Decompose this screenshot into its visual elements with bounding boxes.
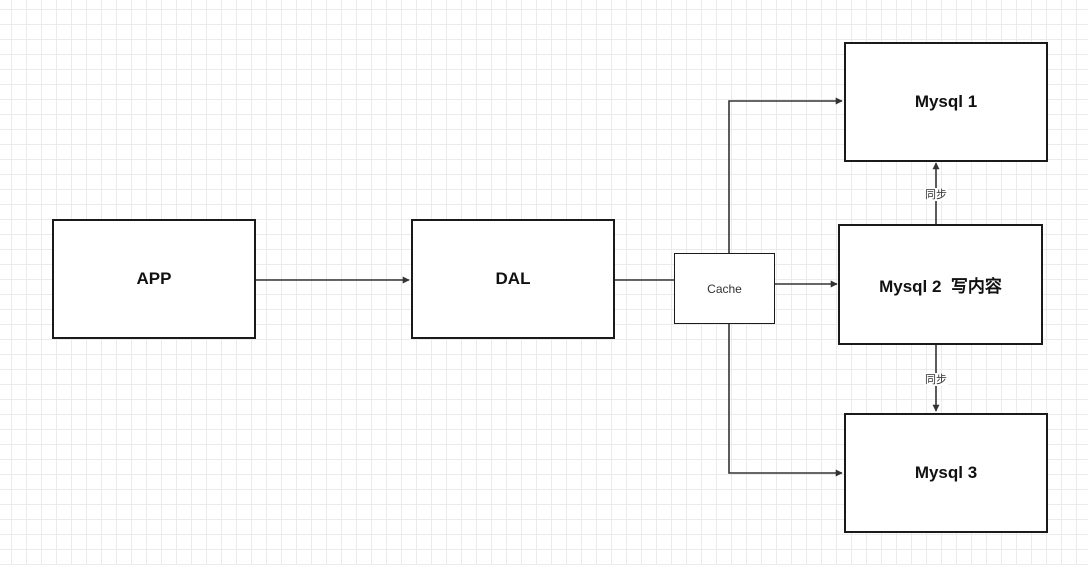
cache-node: Cache [674,253,775,324]
mysql3-node-label: Mysql 3 [914,463,978,482]
mysql1-node: Mysql 1 [844,42,1048,162]
cache-node-label: Cache [707,281,742,296]
sync-label-down: 同步 [924,373,948,386]
mysql2-node: Mysql 2 写内容 [838,224,1043,345]
dal-node: DAL [411,219,615,339]
app-node-label: APP [136,269,172,288]
mysql2-node-label: Mysql 2 写内容 [879,277,1002,296]
edge-cache-mysql3 [728,323,843,477]
edge-cache-mysql1 [728,97,843,253]
app-node: APP [52,219,256,339]
dal-node-label: DAL [495,269,531,288]
sync-label-up: 同步 [924,188,948,201]
mysql1-node-label: Mysql 1 [914,92,978,111]
mysql3-node: Mysql 3 [844,413,1048,533]
